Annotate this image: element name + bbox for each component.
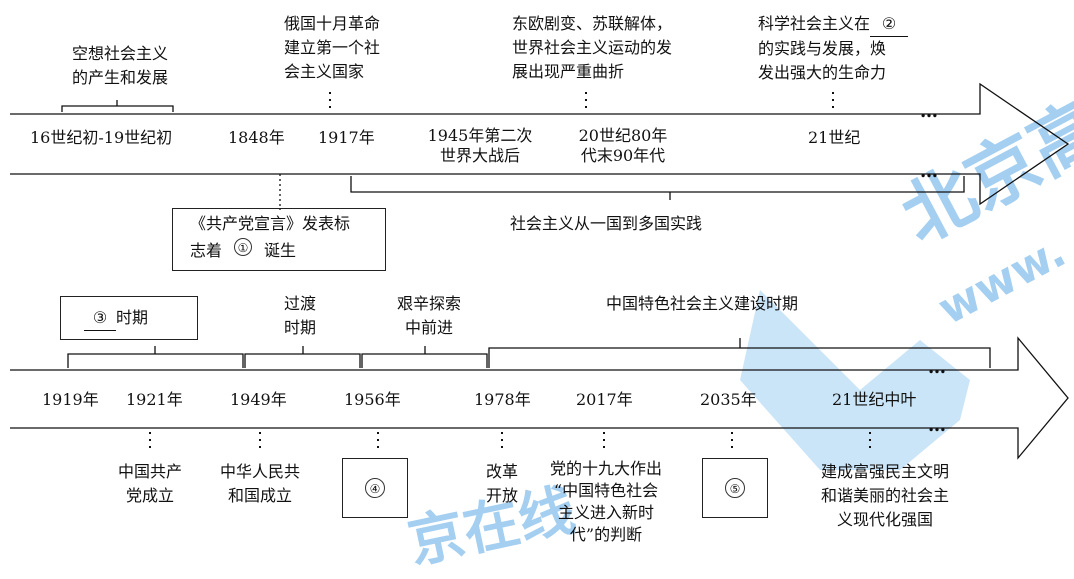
blank-4-box bbox=[342, 458, 408, 518]
date-21c: 21世纪 bbox=[808, 128, 861, 147]
date-1980s-90s: 20世纪80年代末90年代 bbox=[578, 126, 668, 165]
blank-1: ① bbox=[234, 238, 253, 256]
date-1956: 1956年 bbox=[344, 390, 401, 409]
date-1978: 1978年 bbox=[474, 390, 531, 409]
period-socialism-chinese: 中国特色社会主义建设时期 bbox=[606, 294, 799, 313]
date-16c-19c: 16世纪初-19世纪初 bbox=[30, 128, 173, 147]
bottom-ellipsis-1: … bbox=[928, 357, 946, 378]
date-1921: 1921年 bbox=[126, 390, 183, 409]
date-21c-mid: 21世纪中叶 bbox=[832, 390, 917, 409]
event-october-revolution: 俄国十月革命建立第一个社会主义国家 bbox=[284, 14, 381, 81]
event-utopian-socialism: 空想社会主义的产生和发展 bbox=[71, 44, 168, 87]
span-label-one-to-many: 社会主义从一国到多国实践 bbox=[510, 214, 703, 233]
blank-4: ④ bbox=[365, 478, 385, 498]
event-eastern-europe-upheaval: 东欧剧变、苏联解体，世界社会主义运动的发展出现严重曲折 bbox=[512, 14, 673, 81]
top-arrow bbox=[10, 82, 1070, 206]
event-prc-founded: 中华人民共和国成立 bbox=[219, 462, 300, 505]
blank-5-box bbox=[702, 458, 768, 518]
event-reform-opening: 改革开放 bbox=[485, 462, 518, 505]
blank-3: ③ bbox=[84, 306, 116, 331]
watermark-logo bbox=[740, 290, 970, 470]
date-1919: 1919年 bbox=[42, 390, 99, 409]
event-cpc-founded: 中国共产党成立 bbox=[117, 462, 182, 505]
bottom-arrow bbox=[10, 336, 1069, 460]
event-19th-congress: 党的十九大作出“中国特色社会主义进入新时代”的判断 bbox=[549, 459, 662, 544]
top-ellipsis-1: … bbox=[920, 101, 938, 122]
period-hard-exploration: 艰辛探索中前进 bbox=[396, 294, 461, 337]
blank-5: ⑤ bbox=[725, 478, 745, 498]
date-1949: 1949年 bbox=[230, 390, 287, 409]
bottom-ellipsis-2: … bbox=[928, 415, 946, 436]
top-ellipsis-2: … bbox=[920, 161, 938, 182]
timeline-diagram bbox=[10, 82, 1070, 460]
date-1917: 1917年 bbox=[318, 128, 375, 147]
date-2035: 2035年 bbox=[700, 390, 757, 409]
period-transition: 过渡时期 bbox=[283, 294, 316, 337]
date-1945: 1945年第二次世界大战后 bbox=[427, 126, 533, 165]
manifesto-box bbox=[172, 208, 386, 271]
date-2017: 2017年 bbox=[576, 390, 633, 409]
date-1848: 1848年 bbox=[228, 128, 285, 147]
event-modern-socialist-country: 建成富强民主文明和谐美丽的社会主义现代化强国 bbox=[820, 462, 949, 529]
blank-2: ② bbox=[870, 12, 909, 37]
period-3-box bbox=[60, 296, 198, 340]
